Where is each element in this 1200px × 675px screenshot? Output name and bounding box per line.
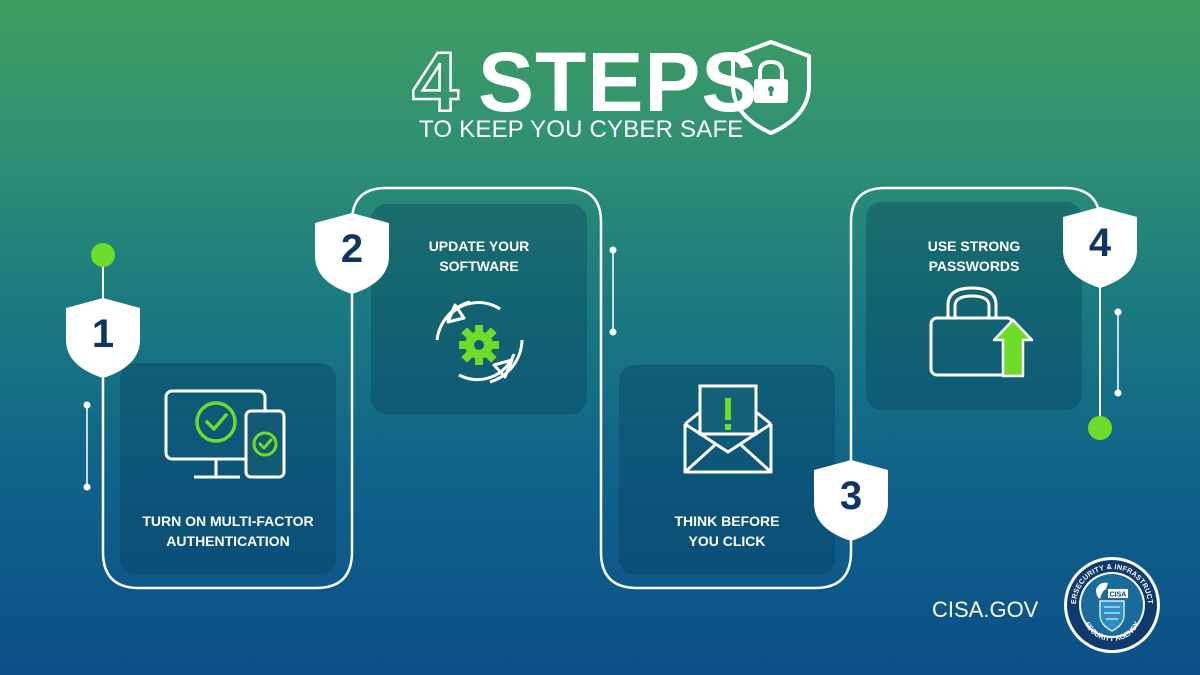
step-1-label: TURN ON MULTI-FACTOR AUTHENTICATION (142, 513, 314, 549)
title: 4 STEPS (411, 35, 832, 150)
step-card-3: THINK BEFORE YOU CLICK (619, 365, 835, 575)
step-4-number: 4 (1088, 221, 1112, 265)
step-card-2: UPDATE YOUR SOFTWARE (371, 204, 587, 414)
title-word: STEPS (478, 35, 759, 129)
step-card-1: TURN ON MULTI-FACTOR AUTHENTICATION (120, 363, 336, 575)
start-dot (91, 243, 115, 267)
subtitle: TO KEEP YOU CYBER SAFE (419, 116, 744, 143)
step-3-number: 3 (839, 474, 863, 518)
cisa-seal-logo: CYBERSECURITY & INFRASTRUCTURE SECURITY … (1062, 555, 1160, 653)
svg-text:CISA: CISA (1110, 592, 1127, 599)
step-card-4: USE STRONG PASSWORDS (866, 202, 1082, 410)
step-2-label: UPDATE YOUR SOFTWARE (428, 238, 530, 274)
step-1-number: 1 (91, 312, 115, 356)
title-number: 4 (411, 35, 460, 129)
step-4-label: USE STRONG PASSWORDS (927, 238, 1021, 274)
step-3-label: THINK BEFORE YOU CLICK (674, 513, 780, 549)
site-link[interactable]: CISA.GOV (932, 597, 1039, 622)
end-dot (1088, 416, 1112, 440)
step-2-number: 2 (340, 227, 364, 271)
